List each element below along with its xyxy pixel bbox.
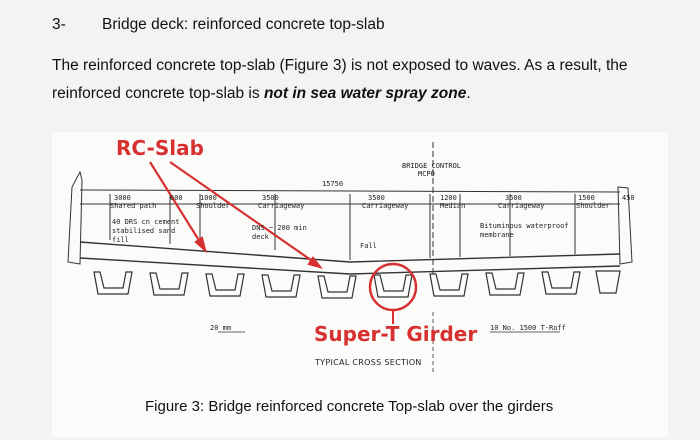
girder (485, 272, 525, 296)
girder (261, 274, 301, 298)
annotation-deck-note: DNS ~ 200 min deck (252, 224, 307, 241)
slab-bottom (79, 257, 621, 275)
girder (541, 271, 581, 295)
annotation-cement-note: 40 DRS cn cement stabilised sand fill (112, 218, 180, 244)
arrow-head (194, 236, 207, 254)
figure-cross-section: RC-Slab Super-T Girder TYPICAL CROSS SEC… (50, 132, 670, 437)
annotation-dim-3500c: 3500 (505, 194, 522, 202)
girder (93, 271, 133, 295)
annotation-shoulder-b: Shoulder (576, 202, 610, 210)
annotation-dim-600: 600 (170, 194, 183, 202)
girder (429, 273, 469, 297)
section-number: 3- (52, 16, 66, 33)
section-heading: 3- Bridge deck: reinforced concrete top-s… (52, 16, 385, 34)
annotation-dim-3500a: 3500 (262, 194, 279, 202)
annotation-mcpo: MCPO (418, 170, 435, 178)
arrow-head (307, 256, 323, 269)
girder (373, 274, 413, 298)
annotation-dim-450: 450 (622, 194, 635, 202)
super-t-girder-label: Super-T Girder (314, 322, 478, 346)
slab-top (79, 241, 621, 263)
annotation-carriageway-c: Carriageway (498, 202, 545, 210)
annotation-dim-3000: 3000 (114, 194, 131, 202)
annotation-carriageway-a: Carriageway (258, 202, 305, 210)
annotation-dim-top: 15750 (322, 180, 344, 188)
cross-section-drawing (52, 132, 668, 437)
paragraph-text: The reinforced concrete top-slab (Figure… (52, 57, 628, 102)
girder (149, 272, 189, 296)
drawing-title: TYPICAL CROSS SECTION (315, 358, 422, 367)
body-paragraph: The reinforced concrete top-slab (Figure… (52, 52, 682, 108)
annotation-dim-1000: 1000 (200, 194, 217, 202)
annotation-shoulder: Shoulder (196, 202, 230, 210)
callout-line (169, 161, 319, 266)
annotation-membrane-note: Bituminous waterproof membrane (480, 222, 569, 239)
girder-row (93, 270, 621, 299)
paragraph-emphasis: not in sea water spray zone (263, 85, 467, 102)
annotation-bridge-control: BRIDGE CONTROL (402, 162, 462, 170)
right-barrier (617, 186, 633, 265)
figure-caption: Figure 3: Bridge reinforced concrete Top… (145, 398, 554, 415)
annotation-dim-1500: 1500 (578, 194, 595, 202)
rc-slab-label: RC-Slab (116, 136, 204, 160)
deck-top-line (79, 189, 621, 193)
callout-line (149, 161, 206, 251)
dimension-ticks (109, 194, 576, 260)
annotation-fall: Fall (360, 242, 377, 250)
annotation-median: Median (440, 202, 466, 210)
annotation-carriageway-b: Carriageway (362, 202, 409, 210)
girder (205, 273, 245, 297)
annotation-dim-20: 20 mm (210, 324, 232, 332)
annotation-dim-1200: 1200 (440, 194, 457, 202)
annotation-shared-path: Shared path (110, 202, 157, 210)
girder (595, 270, 621, 294)
left-barrier (67, 170, 83, 265)
annotation-dim-3500b: 3500 (368, 194, 385, 202)
girder (317, 275, 357, 299)
slab-callout-arrows (149, 161, 323, 269)
paragraph-end: . (466, 85, 471, 102)
section-title: Bridge deck: reinforced concrete top-sla… (102, 16, 385, 33)
annotation-girder-spacing: 10 No. 1500 T-Roff (490, 324, 566, 332)
